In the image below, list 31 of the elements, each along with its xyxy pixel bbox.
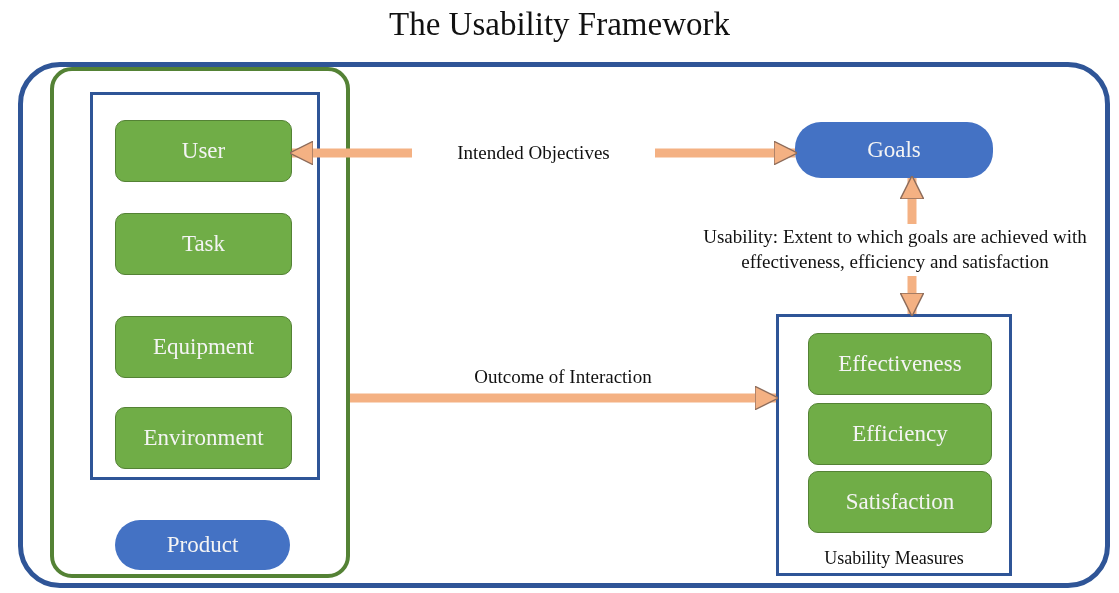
component-box — [808, 471, 992, 533]
component-box — [115, 120, 292, 182]
annotation-text: Usability: Extent to which goals are achieved with effectiveness, efficiency and satisfaction — [702, 225, 1088, 274]
block-arrow — [899, 174, 925, 224]
group-frame — [50, 67, 350, 578]
block-arrow — [288, 140, 412, 166]
diagram-title: The Usability Framework — [388, 6, 731, 43]
rounded-box — [115, 520, 290, 570]
box-label: Goals — [867, 137, 921, 163]
box-label: Efficiency — [852, 421, 948, 447]
block-arrow — [655, 140, 799, 166]
box-label: Task — [181, 231, 226, 257]
block-arrow — [899, 276, 925, 318]
block-arrow — [350, 385, 780, 411]
box-label: Satisfaction — [845, 489, 955, 515]
frame-box — [18, 62, 1110, 588]
box-label: Equipment — [153, 334, 254, 360]
measures-box — [776, 314, 1012, 576]
box-heading: Usability Measures — [824, 548, 964, 569]
component-box — [115, 407, 292, 469]
box-label: Effectiveness — [838, 351, 962, 377]
component-box — [115, 213, 292, 275]
component-box — [115, 316, 292, 378]
box-label: Product — [166, 532, 239, 558]
box-label: Environment — [143, 425, 264, 451]
annotation-text: Intended Objectives — [457, 140, 610, 165]
rounded-box — [795, 122, 993, 178]
box-label: User — [181, 138, 226, 164]
group-box — [90, 92, 320, 480]
component-box — [808, 403, 992, 465]
component-box — [808, 333, 992, 395]
